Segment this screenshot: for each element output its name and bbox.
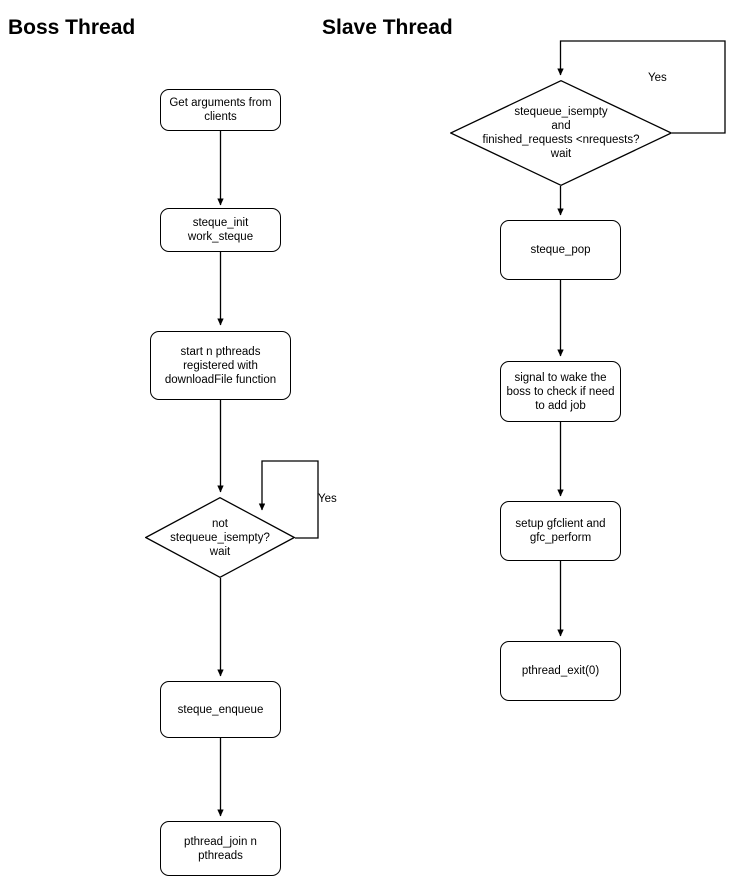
edge-boss4-loopback (258, 460, 319, 539)
node-steque-init-work-steque[interactable]: steque_init work_steque (160, 208, 281, 252)
diamond-outline-icon (450, 80, 672, 186)
node-steque-enqueue[interactable]: steque_enqueue (160, 681, 281, 738)
diamond-outline-icon (145, 497, 295, 578)
edge-label-slave-loop-yes: Yes (648, 72, 667, 84)
column-title-slave: Slave Thread (322, 16, 453, 39)
boss-decision-loop (258, 460, 319, 539)
node-steque-pop[interactable]: steque_pop (500, 220, 621, 280)
node-pthread-exit[interactable]: pthread_exit(0) (500, 641, 621, 701)
edge-slave1-loopback (557, 40, 726, 134)
slave-decision-loop (557, 40, 726, 134)
node-setup-gfclient-gfc-perform[interactable]: setup gfclient and gfc_perform (500, 501, 621, 561)
node-start-n-pthreads[interactable]: start n pthreads registered with downloa… (150, 331, 291, 400)
edge-label-boss-loop-yes: Yes (318, 493, 337, 505)
node-get-arguments-from-clients[interactable]: Get arguments from clients (160, 89, 281, 131)
node-decision-stequeue-isempty-finished-requests[interactable]: stequeue_isempty and finished_requests <… (450, 80, 672, 186)
node-decision-not-stequeue-isempty[interactable]: not stequeue_isempty? wait (145, 497, 295, 578)
node-signal-to-wake-boss[interactable]: signal to wake the boss to check if need… (500, 361, 621, 422)
node-pthread-join-n-pthreads[interactable]: pthread_join n pthreads (160, 821, 281, 876)
column-title-boss: Boss Thread (8, 16, 136, 39)
